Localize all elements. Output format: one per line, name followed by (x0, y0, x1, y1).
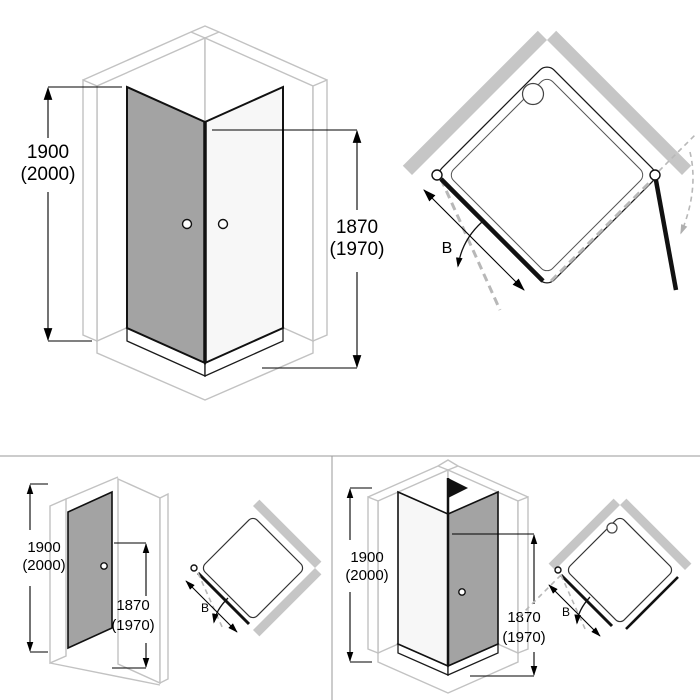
door-hinge (190, 564, 198, 572)
wall-top-edges (82, 25, 328, 81)
shower-tray-plan (438, 66, 656, 284)
corner-entry-plan: B (402, 30, 698, 311)
dimension-width-B: B (423, 189, 525, 291)
dimension-total-height: 1900 (2000) (21, 86, 122, 342)
pivot-flag-icon (448, 478, 468, 498)
door-hinge-left (431, 169, 443, 181)
height-alt-value: (2000) (22, 557, 65, 574)
glass-door-right (204, 85, 284, 365)
niche-door-plan: B (185, 499, 322, 637)
door-side-panel-plan: B (518, 498, 692, 637)
door-right-closed-dashed (549, 179, 653, 283)
wall-band-lower-right (253, 568, 322, 637)
door-knob (458, 588, 466, 596)
door-side-panel-isometric: 1900 (2000) 1870 (1970) (345, 459, 546, 694)
side-panel (397, 490, 449, 668)
door-height-value: 1870 (507, 609, 540, 626)
width-label-B: B (201, 601, 209, 615)
width-label-B: B (562, 605, 570, 619)
wall-band-upper-right (620, 498, 692, 570)
swing-arrow-outward-dashed (680, 151, 694, 235)
wall-band-upper-left (402, 30, 547, 175)
niche-header-edge (65, 476, 119, 500)
wall-right (117, 477, 161, 685)
door-open-outward-dashed (518, 574, 562, 618)
wall-back-right-end (312, 78, 328, 343)
drain-icon (606, 522, 618, 534)
door-knob-right (217, 218, 229, 230)
width-label-B: B (442, 240, 453, 257)
dimension-door-height: 1870 (1970) (452, 533, 546, 677)
wall-back-left-end (82, 78, 98, 343)
dimension-width-B: B (548, 584, 601, 637)
wall-left (49, 497, 67, 665)
height-value: 1900 (27, 539, 60, 556)
door-right-open (652, 174, 679, 291)
wall-top-edges (367, 459, 529, 498)
dimension-total-height: 1900 (2000) (345, 487, 389, 663)
glass-door (67, 490, 113, 650)
dimension-width-B: B (185, 580, 238, 633)
door-hinge-right (649, 169, 661, 181)
wall-band-upper-right (253, 499, 322, 568)
door-height-alt-value: (1970) (502, 629, 545, 646)
wall-right-end (159, 492, 169, 685)
door-hinge (554, 566, 562, 574)
height-value: 1900 (350, 549, 383, 566)
floor-edge (96, 341, 314, 401)
niche-door-isometric: 1900 (2000) 1870 (1970) (22, 476, 169, 686)
door-height-value: 1870 (116, 597, 149, 614)
door-knob-left (181, 218, 193, 230)
wall-band-upper-right (547, 30, 692, 175)
door-height-alt-value: (1970) (111, 617, 154, 634)
glass-door-left (126, 85, 206, 365)
drain-icon (521, 82, 545, 106)
dimension-door-height: 1870 (1970) (212, 129, 385, 369)
floor-edge (49, 662, 161, 686)
glass-door (447, 490, 499, 668)
side-panel-fixed (625, 576, 679, 630)
door-height-value: 1870 (336, 217, 378, 238)
door-knob (100, 562, 108, 570)
corner-entry-isometric: 1900 (2000) 1870 (1970) (21, 25, 385, 401)
floor-edge (377, 653, 519, 694)
height-alt-value: (2000) (345, 567, 388, 584)
dimension-door-height: 1870 (1970) (111, 542, 155, 669)
door-height-alt-value: (1970) (330, 239, 385, 260)
height-alt-value: (2000) (21, 164, 76, 185)
dimension-total-height: 1900 (2000) (22, 483, 66, 653)
height-value: 1900 (27, 142, 69, 163)
wall-band-upper-left (548, 498, 620, 570)
